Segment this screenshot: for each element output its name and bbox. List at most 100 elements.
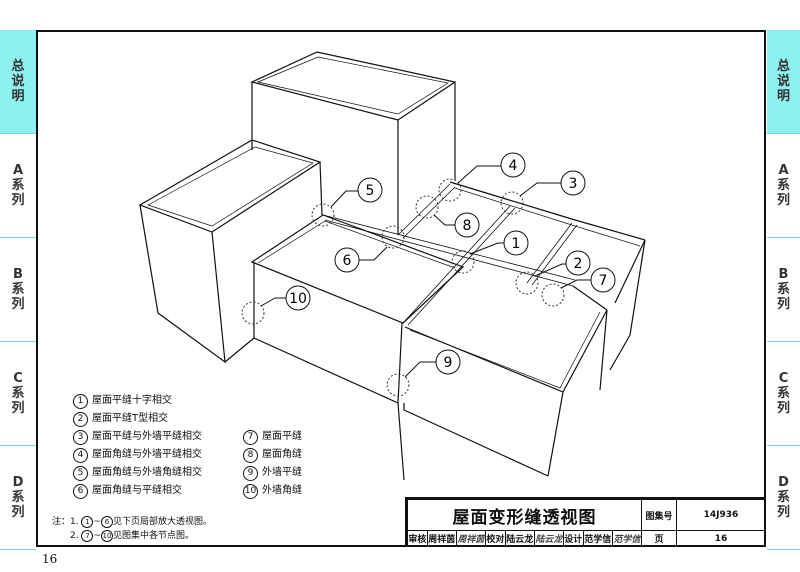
text: 1: [73, 393, 88, 409]
drawing-frame: [36, 30, 766, 547]
text: 屋面角缝与外墙平缝相交: [92, 449, 202, 460]
text: 1: [81, 516, 94, 528]
left-sidebar: 总说明 A系列 B系列 C系列 D系列: [0, 30, 36, 550]
legend-item: 2 屋面平缝T型相交: [73, 410, 202, 428]
text: 7: [243, 429, 258, 445]
text: 见图集中各节点图。: [113, 531, 195, 541]
legend-item: 10 外墙角缝: [243, 482, 302, 500]
text: C系列: [776, 371, 790, 416]
text: A系列: [776, 163, 790, 208]
text: 6: [73, 483, 88, 499]
text: 屋面平缝T型相交: [92, 413, 169, 424]
text: 页: [641, 530, 677, 547]
text: 周祥茵: [426, 530, 457, 547]
text: 5: [73, 465, 88, 481]
title-block: 屋面变形缝透视图 图集号 14J936 审核 周祥茵 周祥茵 校对 陆云龙 陆云…: [405, 497, 766, 547]
legend-item: 6 屋面角缝与平缝相交: [73, 482, 202, 500]
tab-series-d[interactable]: D系列: [767, 446, 800, 550]
callout-1: 1: [451, 230, 529, 274]
text: 7: [599, 273, 608, 289]
text: 总说明: [11, 59, 25, 104]
text: ~: [93, 517, 102, 527]
callouts: 1 2 3 4 5 6 7 8 9 10: [241, 152, 616, 397]
text: 屋面平缝与外墙平缝相交: [92, 431, 202, 442]
tab-series-a[interactable]: A系列: [0, 134, 36, 238]
text: D系列: [776, 475, 790, 520]
building-lines: [138, 51, 646, 481]
tab-series-c[interactable]: C系列: [0, 342, 36, 446]
sheet-page-number: 16: [676, 530, 766, 547]
text: 外墙角缝: [262, 485, 302, 496]
tab-general[interactable]: 总说明: [767, 30, 800, 134]
callout-6: 6: [334, 225, 405, 273]
callout-5: 5: [311, 177, 383, 227]
legend-item: 7 屋面平缝: [243, 428, 302, 446]
text: 屋面角缝与平缝相交: [92, 485, 182, 496]
text: 2: [574, 256, 583, 272]
right-sidebar: 总说明 A系列 B系列 C系列 D系列: [767, 30, 800, 550]
legend-left: 1 屋面平缝十字相交 2 屋面平缝T型相交 3 屋面平缝与外墙平缝相交 4 屋面角缝与外…: [73, 392, 202, 500]
signature: 周祥茵: [455, 530, 486, 547]
text: B系列: [776, 267, 790, 312]
text: 屋面平缝十字相交: [92, 395, 172, 406]
text: 7: [81, 530, 94, 542]
text: 1.: [70, 517, 82, 527]
tab-series-d[interactable]: D系列: [0, 446, 36, 550]
text: 屋面角缝: [262, 449, 302, 460]
tab-series-b[interactable]: B系列: [767, 238, 800, 342]
text: C系列: [11, 371, 25, 416]
text: D系列: [11, 475, 25, 520]
tab-series-c[interactable]: C系列: [767, 342, 800, 446]
signature: 范学信: [611, 530, 643, 547]
text: 2: [73, 411, 88, 427]
text: 校对: [484, 530, 506, 547]
legend-item: 5 屋面角缝与外墙角缝相交: [73, 464, 202, 482]
text: 9: [243, 465, 258, 481]
text: 2.: [70, 531, 82, 541]
text: 3: [73, 429, 88, 445]
text: 5: [366, 183, 375, 199]
signature: 陆云龙: [533, 530, 564, 547]
text: 注：: [52, 517, 71, 527]
callout-2: 2: [515, 250, 591, 295]
tab-general[interactable]: 总说明: [0, 30, 36, 134]
front-left-roof: [250, 214, 465, 324]
text: 见下页局部放大透视图。: [113, 517, 213, 527]
text: 设计: [562, 530, 584, 547]
callout-4: 4: [438, 152, 526, 202]
text: 屋面角缝与外墙角缝相交: [92, 467, 202, 478]
callout-9: 9: [386, 349, 461, 397]
callout-7: 7: [541, 267, 616, 307]
text: 10: [101, 530, 113, 542]
text: 范学信: [582, 530, 613, 547]
text: 总说明: [776, 59, 790, 104]
callout-8: 8: [415, 195, 480, 238]
text: 外墙平缝: [262, 467, 302, 478]
legend-item: 1 屋面平缝十字相交: [73, 392, 202, 410]
text: 9: [444, 355, 453, 371]
legend-item: 3 屋面平缝与外墙平缝相交: [73, 428, 202, 446]
legend-item: 9 外墙平缝: [243, 464, 302, 482]
text: ~: [93, 531, 101, 541]
text: 屋面平缝: [262, 431, 302, 442]
text: B系列: [11, 267, 25, 312]
text: 8: [463, 218, 472, 234]
tab-series-b[interactable]: B系列: [0, 238, 36, 342]
left-box-top: [138, 139, 322, 233]
callout-10: 10: [241, 285, 311, 325]
text: 4: [73, 447, 88, 463]
text: 10: [289, 291, 307, 307]
text: 陆云龙: [504, 530, 535, 547]
text: 图集号: [641, 499, 677, 531]
callout-3: 3: [500, 170, 586, 215]
text: 6: [101, 516, 114, 528]
legend-item: 4 屋面角缝与外墙平缝相交: [73, 446, 202, 464]
text: 4: [509, 158, 518, 174]
tab-series-a[interactable]: A系列: [767, 134, 800, 238]
text: 10: [243, 483, 258, 499]
page-number: 16: [42, 552, 58, 566]
